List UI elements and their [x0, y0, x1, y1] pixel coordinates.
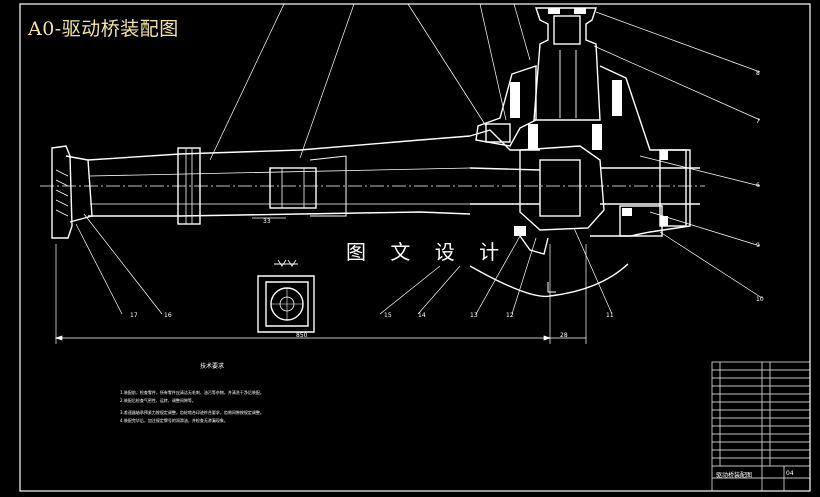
- callout-7: 7: [756, 118, 760, 125]
- callout-17: 17: [130, 312, 138, 319]
- title-block: [711, 361, 811, 492]
- watermark-text: 图 文 设 计: [346, 240, 509, 264]
- callout-16: 16: [164, 312, 172, 319]
- title-block-name: 驱动桥装配图: [716, 472, 753, 479]
- callout-6: 6: [756, 182, 760, 189]
- dimension-lines: [54, 217, 587, 344]
- callout-10: 10: [756, 296, 764, 303]
- callout-8: 8: [756, 70, 760, 77]
- leader-lines: [75, 3, 763, 315]
- section-view: [257, 259, 315, 333]
- tech-heading: 技术要求: [200, 363, 225, 370]
- tech-note-3: 3.差速器轴承预紧力按规定调整，齿轮啮合印迹符合要求，齿侧间隙按规定调整。: [120, 410, 264, 415]
- tech-note-1: 1.装配前，检查零件，所有零件应清洁无毛刺、油污等杂物，并清洗干净后装配。: [120, 390, 264, 395]
- drawing-title: A0-驱动桥装配图: [28, 18, 179, 40]
- callout-13: 13: [470, 312, 478, 319]
- drawing-border: [19, 3, 811, 492]
- axle-housing: [40, 135, 705, 239]
- callout-15: 15: [384, 312, 392, 319]
- dim-right-offset: 28: [560, 332, 568, 339]
- callout-9: 9: [756, 242, 760, 249]
- dim-shaft: 33: [263, 218, 271, 225]
- title-block-number: 04: [786, 470, 794, 477]
- callout-14: 14: [418, 312, 426, 319]
- callout-11: 11: [606, 312, 614, 319]
- dim-overall-length: 850: [296, 332, 308, 339]
- callout-12: 12: [506, 312, 514, 319]
- section-fills: [510, 8, 668, 236]
- final-drive: [469, 7, 700, 298]
- tech-note-2: 2.装配后检查气密性、运转、调整间隙等。: [120, 398, 196, 403]
- tech-note-4: 4.装配完毕后，加注规定牌号的润滑油，并检查无渗漏现象。: [120, 418, 228, 423]
